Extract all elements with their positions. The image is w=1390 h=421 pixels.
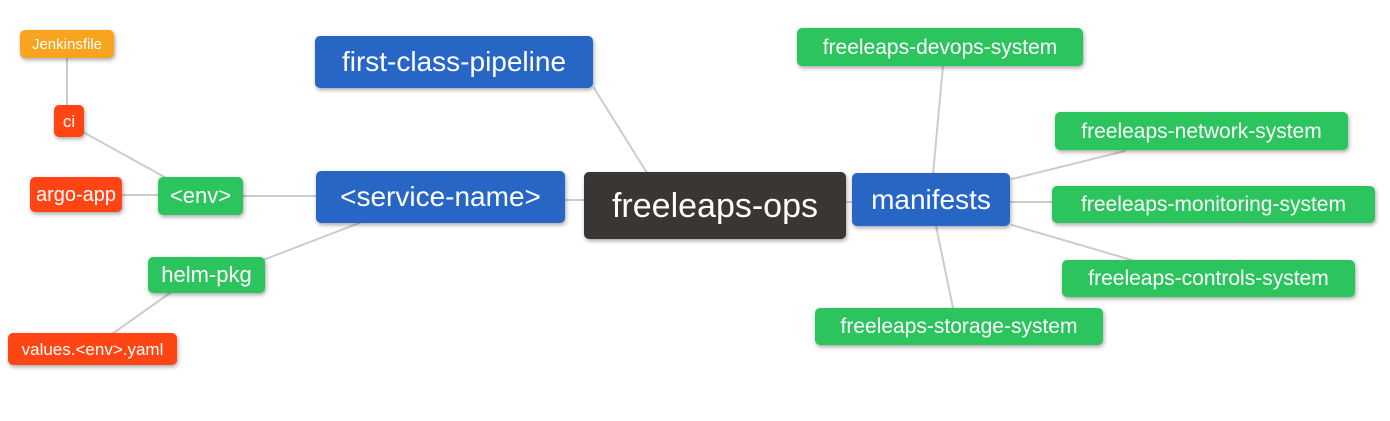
- node-freeleaps-controls-system[interactable]: freeleaps-controls-system: [1062, 260, 1355, 297]
- edge-manifests-network: [1011, 150, 1126, 180]
- node-ci[interactable]: ci: [54, 105, 84, 137]
- node-values-env-yaml[interactable]: values.<env>.yaml: [8, 333, 177, 365]
- node-jenkinsfile[interactable]: Jenkinsfile: [20, 30, 114, 58]
- edge-pipeline-root: [593, 87, 648, 174]
- node-freeleaps-monitoring-system[interactable]: freeleaps-monitoring-system: [1052, 186, 1375, 223]
- edge-manifests-storage: [935, 225, 954, 309]
- node-first-class-pipeline[interactable]: first-class-pipeline: [315, 36, 593, 88]
- node-service-name[interactable]: <service-name>: [316, 171, 565, 223]
- node-helm-pkg[interactable]: helm-pkg: [148, 257, 265, 293]
- edge-manifests-controls: [1011, 224, 1136, 262]
- node-freeleaps-network-system[interactable]: freeleaps-network-system: [1055, 112, 1348, 150]
- node-freeleaps-storage-system[interactable]: freeleaps-storage-system: [815, 308, 1103, 345]
- edge-manifests-devops: [932, 65, 944, 175]
- node-freeleaps-devops-system[interactable]: freeleaps-devops-system: [797, 28, 1083, 66]
- node-env[interactable]: <env>: [158, 177, 243, 215]
- edge-helm-pkg-values: [111, 292, 171, 335]
- edge-service-name-helm-pkg: [262, 221, 363, 261]
- edge-ci-env: [82, 131, 169, 180]
- node-freeleaps-ops-root[interactable]: freeleaps-ops: [584, 172, 846, 239]
- node-manifests[interactable]: manifests: [852, 173, 1010, 226]
- node-argo-app[interactable]: argo-app: [30, 177, 122, 212]
